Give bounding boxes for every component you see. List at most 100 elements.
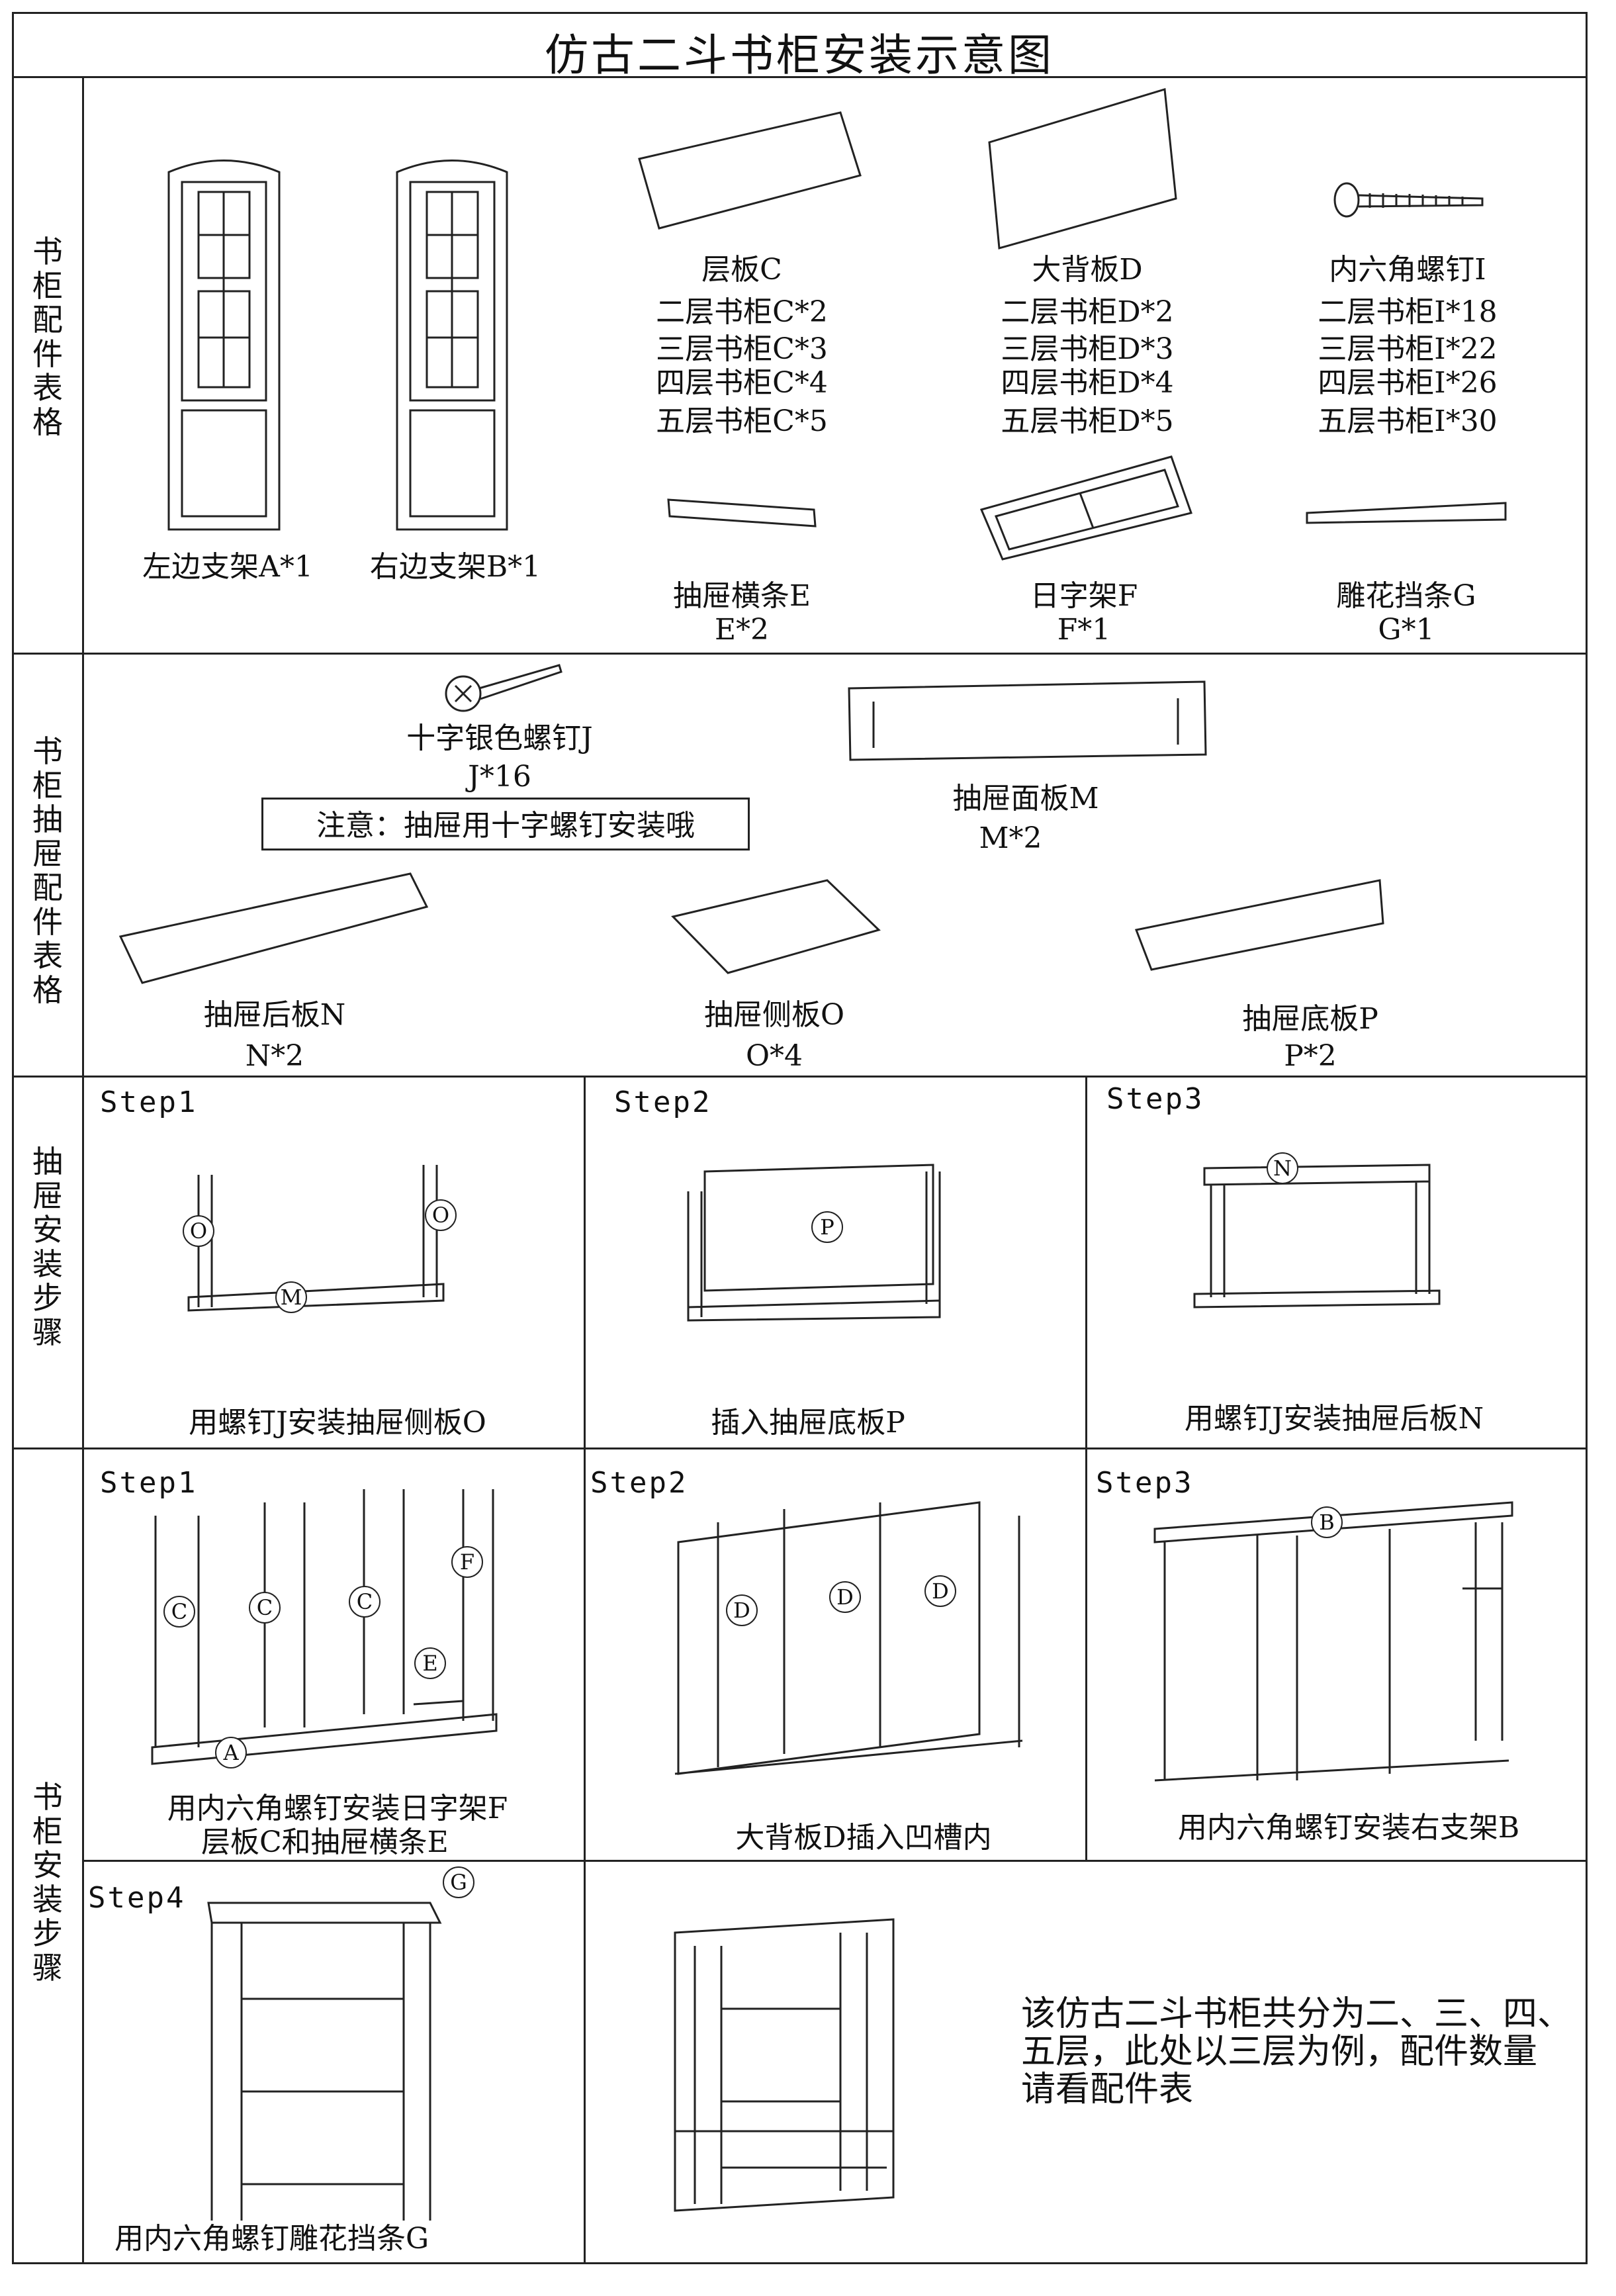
- bottom-panel-qty: P*2: [1284, 1039, 1337, 1073]
- cross-screw-qty: J*16: [468, 760, 531, 794]
- cabinet-step2-caption: 大背板D插入凹槽内: [735, 1821, 992, 1855]
- right-frame-label: 右边支架B*1: [369, 550, 541, 584]
- hex-screw-name: 内六角螺钉I: [1329, 253, 1486, 287]
- callout-a: A: [215, 1737, 247, 1768]
- shelf-count: 三层书柜C*3: [656, 332, 828, 366]
- carved-strip-name: 雕花挡条G: [1336, 579, 1476, 613]
- drawer-step1-label: Step1: [100, 1085, 198, 1119]
- back-count: 三层书柜D*3: [1001, 332, 1174, 366]
- drawer-rail-name: 抽屉横条E: [672, 579, 811, 613]
- description-line: 该仿古二斗书柜共分为二、三、四、: [1021, 1994, 1572, 2034]
- left-frame-label: 左边支架A*1: [142, 550, 313, 584]
- cabinet-step1-caption: 用内六角螺钉安装日字架F: [167, 1792, 508, 1825]
- title-divider: [12, 76, 1587, 78]
- cabinet-step1-label: Step1: [100, 1466, 198, 1500]
- hex-screw-count: 三层书柜I*22: [1318, 332, 1498, 366]
- cabinet-step1-drawing: [151, 1489, 498, 1765]
- drawer-step1-caption: 用螺钉J安装抽屉侧板O: [189, 1406, 486, 1440]
- cabinet-step2-label: Step2: [590, 1466, 688, 1500]
- side-panel-o-drawing: [671, 879, 881, 974]
- shelf-name: 层板C: [701, 253, 782, 287]
- description-line: 五层，此处以三层为例，配件数量: [1021, 2032, 1538, 2072]
- outer-border-right: [1586, 12, 1588, 2264]
- section-label-drawer-steps: 抽屉安装步骤: [32, 1144, 63, 1350]
- drawer-step3-drawing: [1193, 1164, 1441, 1309]
- callout-f: F: [451, 1546, 483, 1578]
- screw-note-box: 注意：抽屉用十字螺钉安装哦: [261, 798, 750, 850]
- callout-c: C: [249, 1592, 281, 1624]
- callout-d: D: [829, 1581, 861, 1613]
- section-divider-2: [12, 1076, 1587, 1078]
- drawer-rail-qty: E*2: [714, 613, 770, 647]
- cabinet-step3-label: Step3: [1096, 1466, 1194, 1500]
- callout-c: C: [163, 1596, 195, 1628]
- back-count: 五层书柜D*5: [1001, 404, 1174, 438]
- callout-o: O: [425, 1199, 457, 1231]
- shelf-c-drawing: [638, 111, 862, 230]
- bottom-panel-p-drawing: [1134, 879, 1384, 971]
- callout-m: M: [275, 1281, 307, 1313]
- model-description: 该仿古二斗书柜共分为二、三、四、 五层，此处以三层为例，配件数量 请看配件表: [1021, 1994, 1590, 2110]
- front-panel-qty: M*2: [979, 821, 1042, 855]
- drawer-step2-label: Step2: [614, 1085, 712, 1119]
- callout-e: E: [414, 1647, 446, 1679]
- finished-cabinet-drawing: [674, 1918, 895, 2212]
- shelf-count: 二层书柜C*2: [656, 295, 828, 329]
- left-frame-a-drawing: [167, 160, 281, 531]
- section-divider-4: [82, 1860, 1587, 1862]
- callout-g: G: [443, 1866, 474, 1898]
- back-panel-d-drawing: [988, 88, 1177, 250]
- side-panel-name: 抽屉侧板O: [703, 998, 845, 1032]
- callout-n: N: [1267, 1152, 1298, 1184]
- back-panel-n-drawing: [118, 872, 429, 984]
- cabinet-step4-label: Step4: [88, 1881, 186, 1915]
- outer-border-left: [12, 12, 14, 2264]
- back-name: 大背板D: [1032, 253, 1143, 287]
- callout-o: O: [183, 1215, 214, 1247]
- shelf-count: 四层书柜C*4: [656, 366, 828, 400]
- callout-p: P: [811, 1211, 843, 1243]
- hex-screw-count: 二层书柜I*18: [1318, 295, 1498, 329]
- back-count: 四层书柜D*4: [1001, 366, 1174, 400]
- drawer-step2-drawing: [687, 1164, 941, 1322]
- back-panel-name: 抽屉后板N: [203, 998, 346, 1032]
- cabinet-step3-drawing: [1153, 1501, 1513, 1782]
- frame-f-name: 日字架F: [1030, 579, 1138, 613]
- cabinet-step1-caption-line2: 层板C和抽屉横条E: [201, 1825, 449, 1859]
- front-panel-name: 抽屉面板M: [952, 782, 1099, 815]
- shelf-count: 五层书柜C*5: [656, 404, 828, 438]
- callout-d: D: [726, 1594, 758, 1626]
- description-line: 请看配件表: [1021, 2070, 1194, 2110]
- outer-border-bottom: [12, 2262, 1587, 2264]
- cross-screw-name: 十字银色螺钉J: [406, 721, 593, 755]
- cabinet-step3-caption: 用内六角螺钉安装右支架B: [1177, 1811, 1520, 1845]
- hex-screw-count: 四层书柜I*26: [1318, 366, 1498, 400]
- section-label-cabinet-steps: 书柜安装步骤: [32, 1779, 63, 1986]
- section-label-parts: 书柜配件表格: [32, 234, 63, 440]
- side-panel-qty: O*4: [745, 1039, 803, 1073]
- callout-b: B: [1311, 1506, 1343, 1538]
- drawer-step2-caption: 插入抽屉底板P: [711, 1406, 905, 1440]
- cabinet-step4-drawing: [207, 1902, 442, 2221]
- frame-f-qty: F*1: [1057, 613, 1111, 647]
- carved-strip-g-drawing: [1306, 502, 1507, 524]
- carved-strip-qty: G*1: [1378, 613, 1435, 647]
- drawer-step3-label: Step3: [1106, 1082, 1204, 1116]
- hex-screw-i-drawing: [1333, 182, 1484, 218]
- section-label-drawer-parts: 书柜抽屉配件表格: [32, 733, 63, 1008]
- cross-screw-j-drawing: [445, 664, 562, 712]
- cabinet-step2-drawing: [674, 1501, 1023, 1775]
- right-frame-b-drawing: [396, 160, 508, 531]
- cabinet-step4-caption: 用内六角螺钉雕花挡条G: [114, 2222, 429, 2256]
- bottom-panel-name: 抽屉底板P: [1242, 1002, 1378, 1036]
- outer-border-top: [12, 12, 1587, 14]
- col-divider-b: [1085, 1076, 1087, 1860]
- drawer-step3-caption: 用螺钉J安装抽屉后板N: [1184, 1402, 1484, 1436]
- page-title: 仿古二斗书柜安装示意图: [545, 30, 1054, 81]
- frame-f-drawing: [979, 455, 1192, 561]
- callout-d: D: [924, 1575, 956, 1607]
- front-panel-m-drawing: [848, 680, 1207, 761]
- section-divider-3: [12, 1447, 1587, 1449]
- section-divider-1: [12, 653, 1587, 655]
- back-panel-qty: N*2: [245, 1039, 304, 1073]
